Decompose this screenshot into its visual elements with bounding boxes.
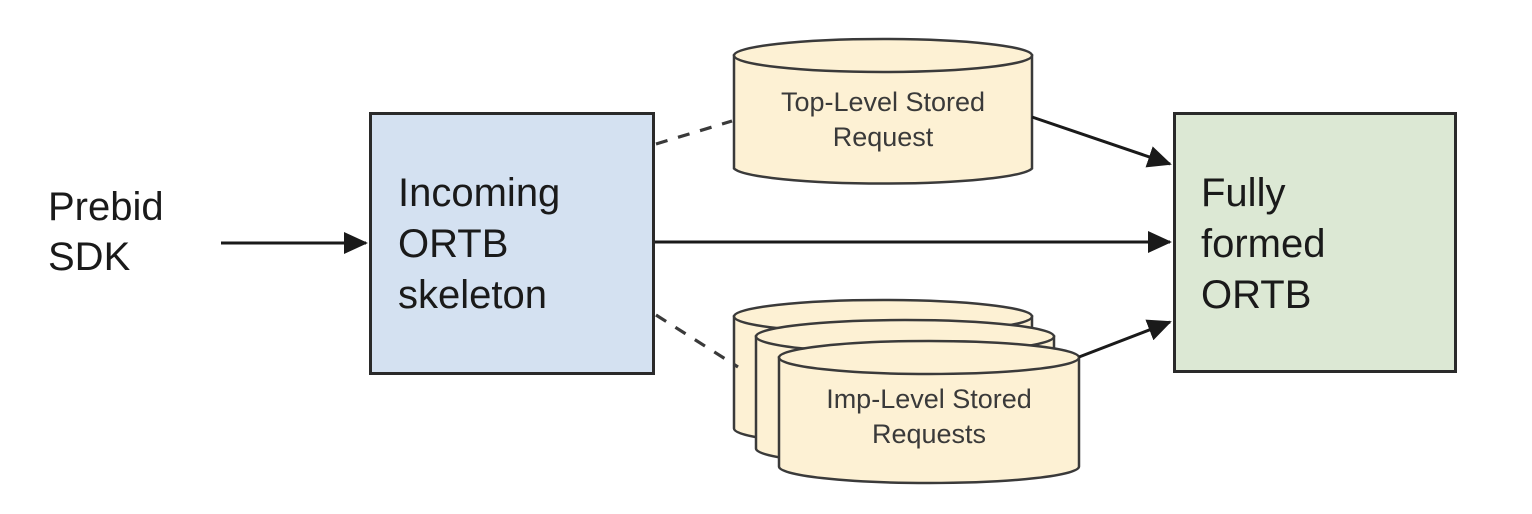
edge-imp-level-to-ortb [1078,319,1172,359]
imp-level-cylinder-front [777,339,1081,485]
node-top-level-stored-request[interactable] [732,37,1034,185]
edge-top-level-to-ortb [1031,115,1172,168]
node-fully-formed-ortb[interactable] [1173,112,1457,373]
edge-skeleton-to-imp-level [655,313,739,369]
node-incoming-ortb-skeleton[interactable] [369,112,655,375]
incoming-ortb-skeleton-shape[interactable] [369,112,655,375]
node-imp-level-stored-requests[interactable] [732,298,1081,485]
top-level-cylinder-top [732,37,1034,74]
top-level-cylinder-body [732,54,1034,185]
edge-skeleton-to-top-level [655,119,733,146]
fully-formed-ortb-shape[interactable] [1173,112,1457,373]
